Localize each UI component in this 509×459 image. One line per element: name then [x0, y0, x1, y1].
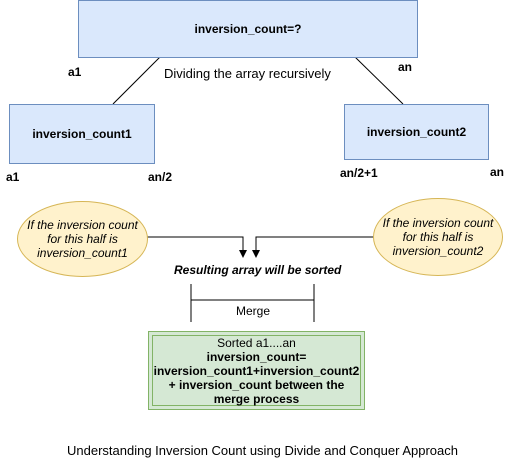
- merge-label: Merge: [236, 304, 271, 318]
- left-note-line: inversion_count1: [37, 246, 128, 260]
- label-an-top: an: [398, 60, 413, 74]
- result-line: + inversion_count between the: [168, 377, 345, 392]
- label-an2p1-right: an/2+1: [340, 166, 378, 180]
- label-an2-left: an/2: [148, 170, 173, 184]
- left-note-line: for this half is: [47, 232, 118, 246]
- label-a1-top: a1: [68, 65, 82, 79]
- caption: Understanding Inversion Count using Divi…: [67, 443, 458, 458]
- edge-root-to-left: [112, 56, 161, 105]
- right-note-ellipse: If the inversion count for this half is …: [373, 198, 503, 276]
- result-line: inversion_count=: [206, 349, 307, 364]
- right-note-line: If the inversion count: [382, 216, 494, 230]
- label-a1-left: a1: [6, 170, 20, 184]
- right-half-node: inversion_count2: [344, 104, 489, 160]
- root-node: inversion_count=?: [78, 0, 418, 58]
- left-half-node: inversion_count1: [9, 104, 155, 164]
- left-half-label: inversion_count1: [32, 127, 132, 141]
- right-note-line: for this half is: [402, 230, 474, 244]
- right-half-label: inversion_count2: [366, 125, 467, 139]
- right-note-line: inversion_count2: [392, 244, 484, 258]
- left-note-ellipse: If the inversion count for this half is …: [17, 201, 148, 277]
- result-line: merge process: [213, 391, 300, 406]
- label-an-right: an: [490, 165, 505, 179]
- arrow-left-note: [147, 236, 247, 258]
- arrow-right-note: [252, 236, 374, 258]
- root-node-label: inversion_count=?: [194, 22, 302, 36]
- result-line: Sorted a1....an: [217, 335, 296, 350]
- result-line: inversion_count1+inversion_count2: [153, 363, 360, 378]
- dividing-label: Dividing the array recursively: [164, 66, 331, 81]
- result-inner-border: [152, 335, 361, 406]
- result-node: Sorted a1....an inversion_count= inversi…: [148, 331, 365, 410]
- left-note-line: If the inversion count: [27, 218, 138, 232]
- edge-root-to-right: [354, 56, 404, 105]
- resulting-label: Resulting array will be sorted: [174, 263, 342, 277]
